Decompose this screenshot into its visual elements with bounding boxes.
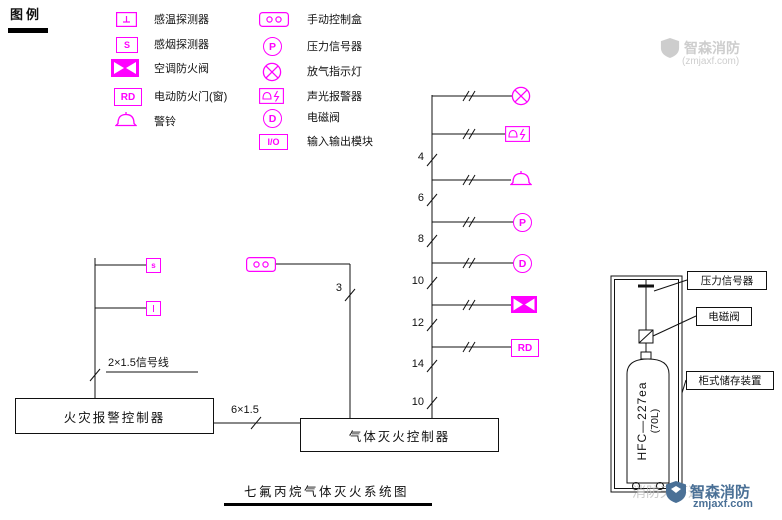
manual-control-box-icon: [259, 12, 289, 27]
tank-label: HFC—227ea (70L): [631, 361, 665, 481]
pressure-signal-icon: P: [263, 37, 282, 56]
watermark-site-top: (zmjaxf.com): [682, 56, 740, 67]
legend-label-io-module: 输入输出模块: [307, 136, 373, 148]
solenoid-valve-icon: D: [263, 109, 282, 128]
ac-fire-valve-icon: [111, 59, 139, 77]
gas-release-light-device-icon: [511, 86, 531, 106]
io-module-icon: I/O: [259, 134, 288, 150]
legend-label-electric-fire-door: 电动防火门(窗): [154, 91, 228, 103]
smoke-detector-icon: S: [116, 37, 138, 53]
branch-break-marks: [462, 90, 476, 353]
legend-label-manual-control-box: 手动控制盒: [307, 14, 362, 26]
bus-count-slashes: [426, 153, 438, 410]
electric-fire-door-icon: RD: [114, 88, 142, 106]
watermark-brand-bottom: 智森消防: [690, 484, 751, 501]
bus-count-10: 10: [411, 275, 424, 287]
tank-model: HFC—227ea: [635, 381, 649, 461]
gas-release-light-icon: [262, 62, 282, 82]
bus-count-4: 4: [417, 151, 424, 163]
shield-icon: [660, 38, 680, 58]
bus-count-bottom: 10: [411, 396, 424, 408]
smoke-detector-device-icon: s: [146, 258, 161, 273]
sound-light-alarm-icon: [259, 88, 284, 104]
tank-volume: (70L): [649, 408, 661, 434]
legend-label-smoke-detector: 感烟探测器: [154, 39, 209, 51]
fire-alarm-controller-box: 火灾报警控制器: [15, 398, 214, 434]
bus-count-14: 14: [411, 358, 424, 370]
ac-fire-valve-device-icon: [511, 296, 537, 313]
legend-label-alarm-bell: 警铃: [154, 116, 176, 128]
gas-extinguishing-controller-box: 气体灭火控制器: [300, 418, 499, 452]
watermark-bottom: 消防天下通 智森消防 zmjaxf.com: [632, 476, 782, 516]
manual-control-box-device-icon: [246, 257, 276, 272]
signal-line-label: 2×1.5信号线: [108, 357, 169, 369]
legend-label-pressure-signal: 压力信号器: [307, 41, 362, 53]
bus-count-12: 12: [411, 317, 424, 329]
watermark-site-bottom: zmjaxf.com: [693, 498, 753, 510]
sound-light-alarm-device-icon: [505, 126, 530, 142]
watermark-top: 智森消防 (zmjaxf.com): [648, 34, 778, 76]
legend-label-sound-light-alarm: 声光报警器: [307, 91, 362, 103]
legend-label-heat-detector: 感温探测器: [154, 14, 209, 26]
solenoid-valve-device-icon: D: [513, 254, 532, 273]
callout-pressure-signal: 压力信号器: [687, 271, 767, 290]
manual-line-count: 3: [335, 282, 342, 294]
legend-title-underline: [8, 28, 48, 33]
heat-detector-icon: [116, 12, 137, 27]
pressure-signal-device-icon: P: [513, 213, 532, 232]
drawing-title-underline: [224, 503, 432, 506]
alarm-bell-device-icon: [510, 171, 532, 186]
legend-label-ac-fire-valve: 空调防火阀: [154, 63, 209, 75]
legend-label-solenoid-valve: 电磁阀: [307, 112, 340, 124]
legend-title: 图例: [10, 7, 43, 22]
callout-cabinet-storage: 柜式储存装置: [686, 371, 774, 390]
legend-label-gas-release-light: 放气指示灯: [307, 66, 362, 78]
heat-detector-device-icon: [146, 301, 161, 316]
bus-count-8: 8: [417, 233, 424, 245]
shield-icon: [666, 481, 686, 503]
electric-fire-door-device-icon: RD: [511, 339, 539, 357]
drawing-title: 七氟丙烷气体灭火系统图: [244, 485, 410, 499]
watermark-brand-top: 智森消防: [684, 40, 740, 56]
bus-count-6: 6: [417, 192, 424, 204]
alarm-bell-icon: [115, 112, 137, 127]
callout-solenoid-valve: 电磁阀: [696, 307, 752, 326]
trunk-label: 6×1.5: [231, 404, 259, 416]
